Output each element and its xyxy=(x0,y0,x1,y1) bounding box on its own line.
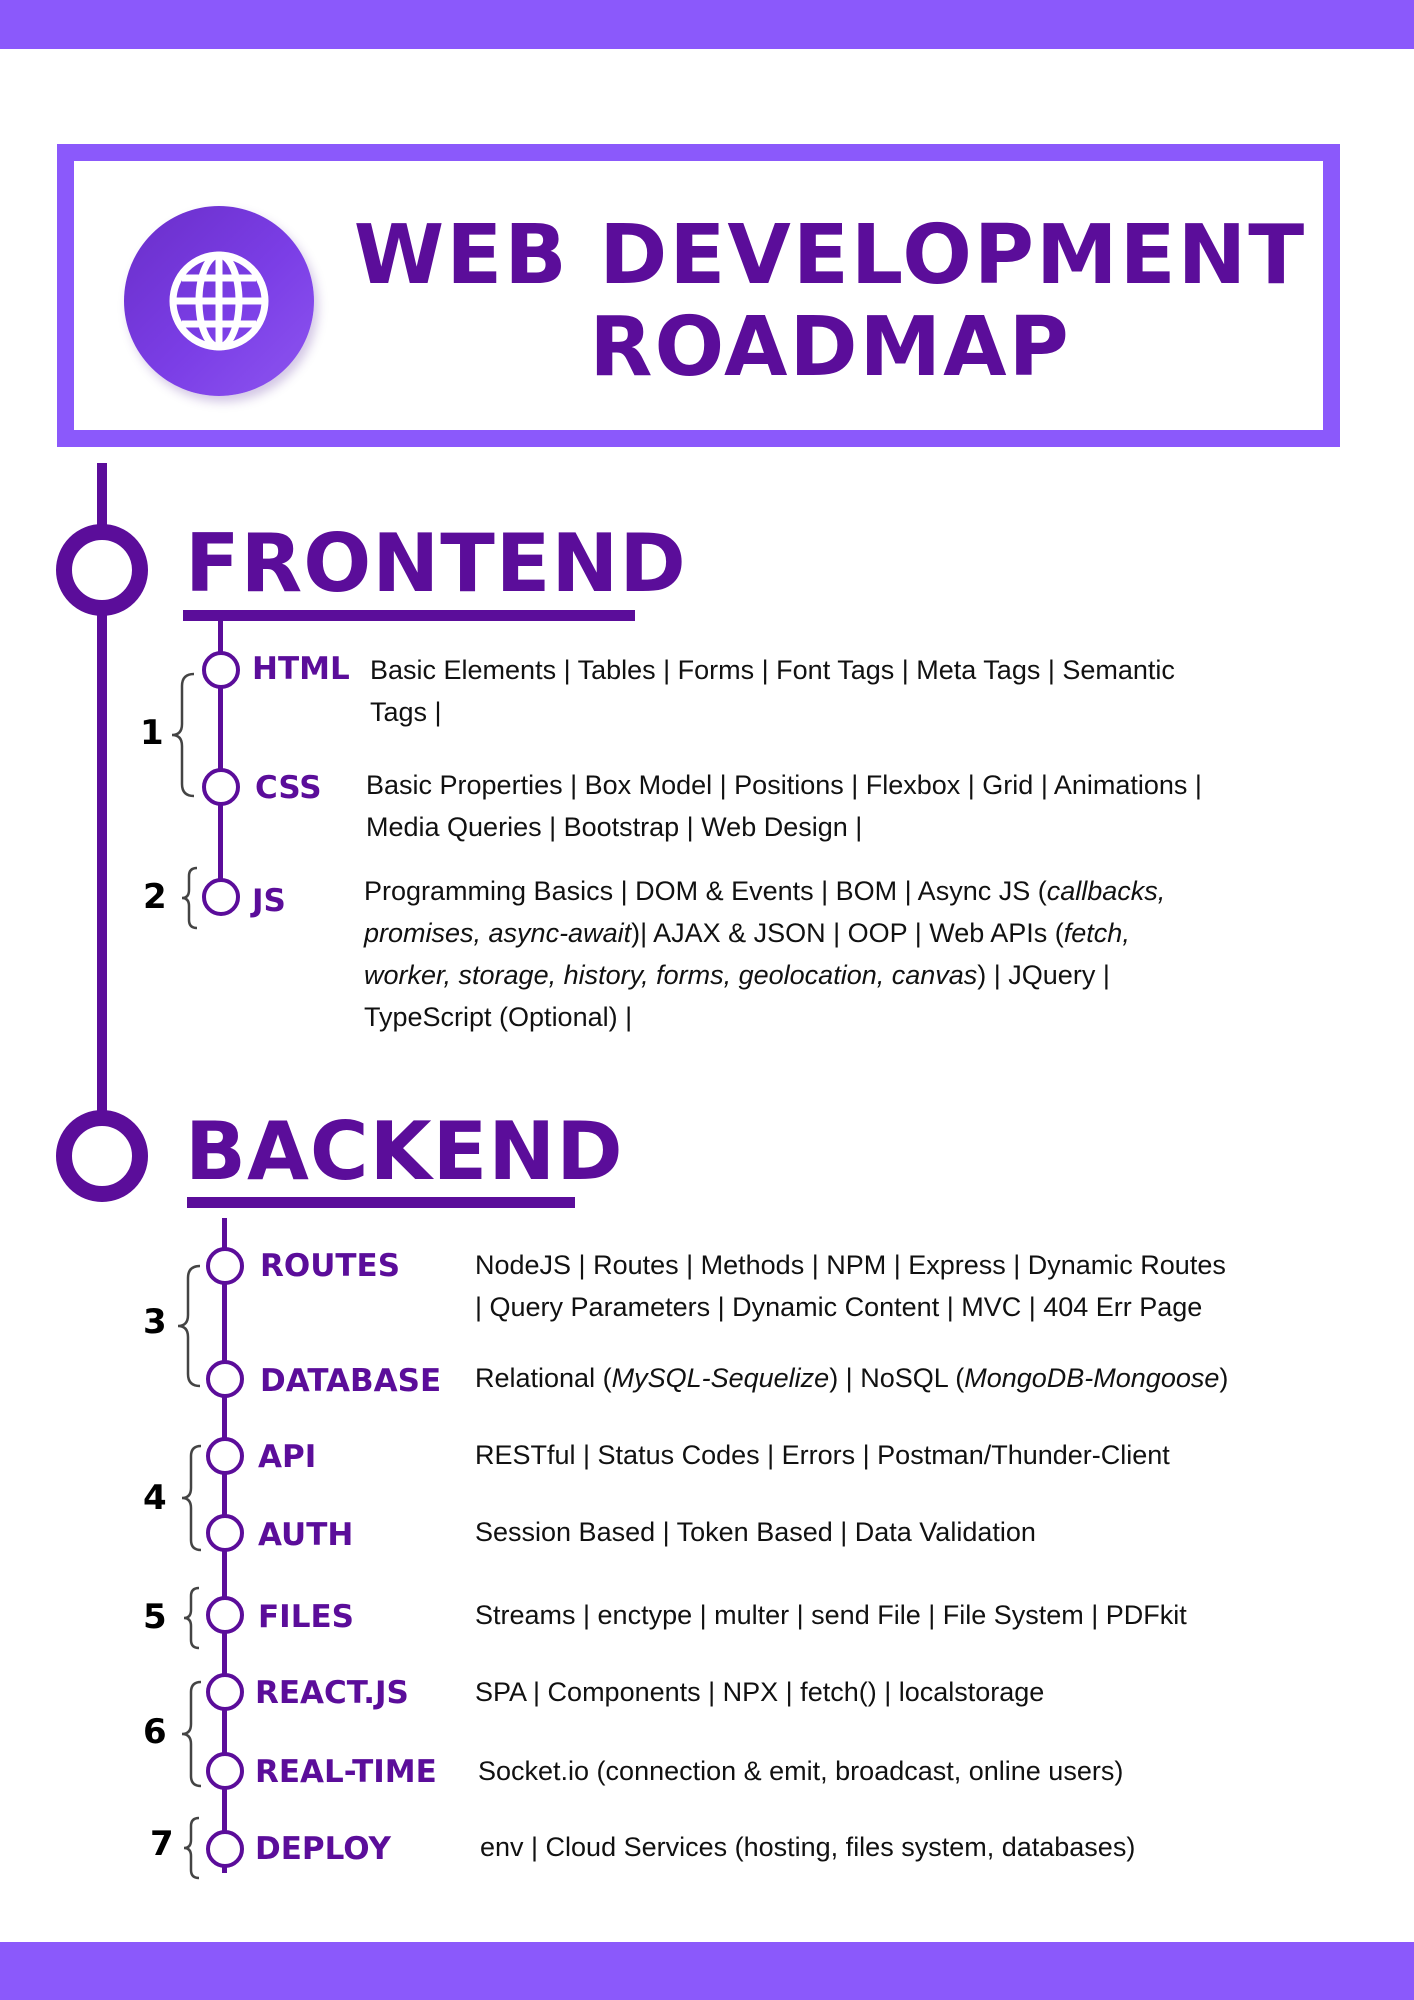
node-auth xyxy=(206,1514,244,1552)
group-number-3: 3 xyxy=(143,1302,167,1342)
group-brace-6 xyxy=(181,1680,202,1788)
title-line-2: ROADMAP xyxy=(589,300,1071,395)
node-database xyxy=(206,1360,244,1398)
backend-underline xyxy=(187,1197,575,1208)
node-routes xyxy=(206,1247,244,1285)
group-number-5: 5 xyxy=(143,1597,167,1637)
group-brace-4 xyxy=(181,1444,202,1552)
group-number-4: 4 xyxy=(143,1478,167,1518)
timeline-main-line xyxy=(97,463,107,1123)
node-files xyxy=(206,1596,244,1634)
title-line-1: WEB DEVELOPMENT xyxy=(353,208,1307,303)
frontend-sub-line xyxy=(218,620,223,900)
desc-js: Programming Basics | DOM & Events | BOM … xyxy=(364,876,1166,1032)
desc-reactjs: SPA | Components | NPX | fetch() | local… xyxy=(475,1677,1045,1707)
node-js xyxy=(202,878,240,916)
topic-routes: ROUTES xyxy=(260,1248,401,1284)
group-brace-5 xyxy=(183,1586,200,1650)
bottom-accent-bar xyxy=(0,1942,1414,2000)
backend-node xyxy=(56,1110,148,1202)
desc-routes: NodeJS | Routes | Methods | NPM | Expres… xyxy=(475,1250,1226,1322)
node-realtime xyxy=(206,1752,244,1790)
group-number-1: 1 xyxy=(140,713,164,753)
group-brace-3 xyxy=(177,1264,201,1388)
group-brace-2 xyxy=(181,866,198,930)
topic-deploy: DEPLOY xyxy=(255,1831,391,1867)
group-number-7: 7 xyxy=(150,1824,174,1864)
desc-realtime: Socket.io (connection & emit, broadcast,… xyxy=(478,1756,1124,1786)
node-deploy xyxy=(206,1830,244,1868)
topic-css: CSS xyxy=(255,770,322,806)
group-brace-1 xyxy=(171,672,195,798)
topic-reactjs: REACT.JS xyxy=(255,1675,409,1711)
topic-realtime: REAL-TIME xyxy=(255,1754,437,1790)
frontend-node xyxy=(56,524,148,616)
group-number-2: 2 xyxy=(143,877,167,917)
page-title: WEB DEVELOPMENT ROADMAP xyxy=(330,210,1330,394)
top-accent-bar xyxy=(0,0,1414,49)
frontend-heading: FRONTEND xyxy=(185,517,687,610)
desc-deploy: env | Cloud Services (hosting, files sys… xyxy=(480,1832,1136,1862)
topic-html: HTML xyxy=(252,651,350,687)
topic-auth: AUTH xyxy=(258,1517,354,1553)
node-html xyxy=(202,651,240,689)
title-frame xyxy=(57,144,1340,447)
desc-files: Streams | enctype | multer | send File |… xyxy=(475,1600,1187,1630)
desc-api: RESTful | Status Codes | Errors | Postma… xyxy=(475,1440,1170,1470)
desc-database: Relational (MySQL-Sequelize) | NoSQL (Mo… xyxy=(475,1363,1229,1393)
backend-heading: BACKEND xyxy=(185,1105,624,1198)
node-css xyxy=(202,768,240,806)
topic-js: JS xyxy=(252,883,286,919)
topic-files: FILES xyxy=(258,1599,354,1635)
desc-html: Basic Elements | Tables | Forms | Font T… xyxy=(370,655,1175,727)
node-api xyxy=(206,1437,244,1475)
desc-css: Basic Properties | Box Model | Positions… xyxy=(366,770,1202,842)
desc-auth: Session Based | Token Based | Data Valid… xyxy=(475,1517,1036,1547)
globe-icon xyxy=(124,206,314,396)
node-reactjs xyxy=(206,1673,244,1711)
group-brace-7 xyxy=(183,1816,200,1880)
topic-database: DATABASE xyxy=(260,1363,442,1399)
group-number-6: 6 xyxy=(143,1712,167,1752)
topic-api: API xyxy=(258,1439,317,1475)
frontend-underline xyxy=(183,610,635,621)
